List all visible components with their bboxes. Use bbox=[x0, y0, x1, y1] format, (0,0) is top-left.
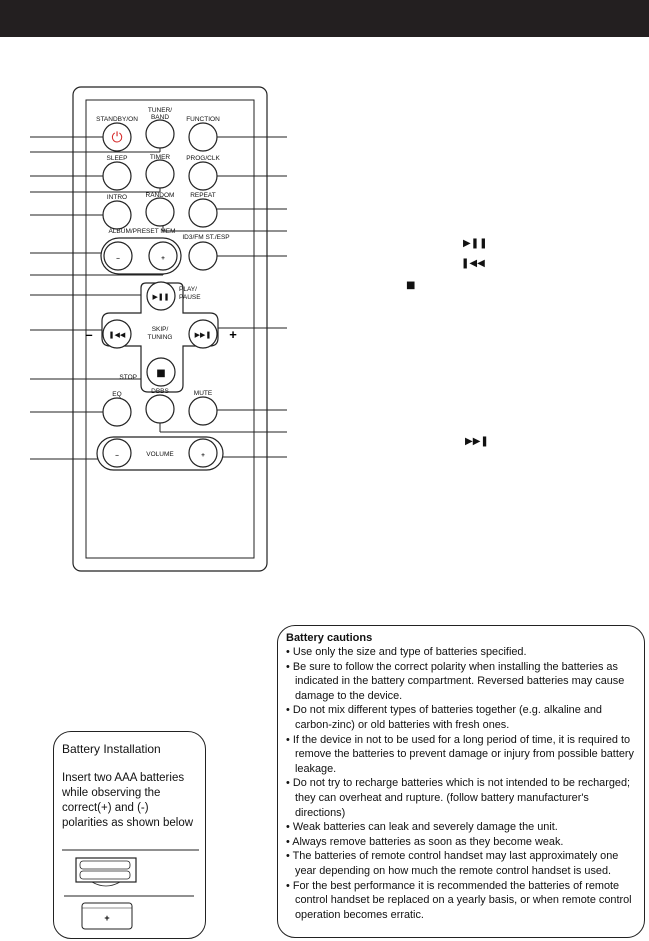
volume-plus-button[interactable] bbox=[188, 438, 218, 468]
album-minus-sign: – bbox=[116, 255, 120, 262]
mute-button[interactable] bbox=[188, 396, 218, 426]
side-minus-mark: – bbox=[85, 327, 92, 342]
callout-prev-icon: ❚◀◀ bbox=[461, 258, 485, 269]
left-callout-lines bbox=[30, 136, 164, 460]
next-button[interactable] bbox=[188, 319, 218, 349]
play-pause-button[interactable] bbox=[146, 281, 176, 311]
volume-minus-button[interactable] bbox=[102, 438, 132, 468]
caution-item: The batteries of remote control handset … bbox=[286, 849, 635, 878]
function-label: FUNCTION bbox=[186, 116, 220, 123]
eq-button[interactable] bbox=[102, 397, 132, 427]
sleep-button[interactable] bbox=[102, 161, 132, 191]
caution-item: Do not try to recharge batteries which i… bbox=[286, 776, 635, 820]
dpad-outline bbox=[101, 282, 219, 393]
eq-label: EQ bbox=[112, 391, 121, 398]
id3-button[interactable] bbox=[188, 241, 218, 271]
intro-label: INTRO bbox=[107, 194, 127, 201]
remote-diagram: ⏻ – + ▶❚❚ ❚◀◀ ▶▶❚ ■ – + STANDBY/ON TUNER… bbox=[30, 86, 489, 572]
skip-tuning-label-1: SKIP/ bbox=[152, 326, 169, 333]
play-pause-icon: ▶❚❚ bbox=[152, 293, 169, 301]
play-pause-label-2: PAUSE bbox=[179, 294, 201, 301]
callout-next-icon: ▶▶❚ bbox=[465, 436, 489, 447]
caution-item: If the device in not to be used for a lo… bbox=[286, 733, 635, 777]
album-preset-label: ALBUM/PRESET MEM bbox=[108, 228, 175, 235]
tuner-band-button[interactable] bbox=[145, 119, 175, 149]
timer-button[interactable] bbox=[145, 159, 175, 189]
volume-label: VOLUME bbox=[146, 451, 174, 458]
battery-cautions-list: Use only the size and type of batteries … bbox=[286, 645, 635, 922]
battery-cautions-title: Battery cautions bbox=[286, 632, 373, 644]
battery-installation-text: Insert two AAA batteries while observing… bbox=[62, 772, 194, 829]
album-minus-button[interactable] bbox=[103, 241, 133, 271]
dbbs-label: DBBS bbox=[151, 388, 169, 395]
volume-plus-sign: + bbox=[201, 452, 205, 459]
repeat-label: REPEAT bbox=[190, 192, 216, 199]
skip-tuning-label-2: TUNING bbox=[148, 334, 173, 341]
battery-installation-box: Battery Installation Insert two AAA batt… bbox=[53, 731, 206, 939]
album-plus-button[interactable] bbox=[148, 241, 178, 271]
stop-button[interactable] bbox=[146, 357, 176, 387]
power-icon: ⏻ bbox=[111, 130, 122, 146]
side-plus-mark: + bbox=[229, 327, 237, 342]
stop-label: STOP bbox=[119, 374, 137, 381]
mute-label: MUTE bbox=[194, 390, 213, 397]
random-button[interactable] bbox=[145, 197, 175, 227]
battery-cautions-box: Battery cautions Use only the size and t… bbox=[277, 625, 645, 938]
prog-clk-label: PROG/CLK bbox=[186, 155, 220, 162]
prev-button[interactable] bbox=[102, 319, 132, 349]
standby-label: STANDBY/ON bbox=[96, 116, 138, 123]
right-callout-lines bbox=[159, 136, 287, 458]
battery-installation-title: Battery Installation bbox=[62, 742, 161, 756]
caution-item: Be sure to follow the correct polarity w… bbox=[286, 660, 635, 704]
sleep-label: SLEEP bbox=[107, 155, 128, 162]
caution-item: For the best performance it is recommend… bbox=[286, 879, 635, 923]
tuner-band-label-1: TUNER/ bbox=[148, 107, 172, 114]
intro-button[interactable] bbox=[102, 200, 132, 230]
id3-label: ID3/FM ST./ESP bbox=[182, 234, 229, 241]
prev-icon: ❚◀◀ bbox=[109, 331, 126, 339]
caution-item: Do not mix different types of batteries … bbox=[286, 703, 635, 732]
function-button[interactable] bbox=[188, 122, 218, 152]
random-label: RANDOM bbox=[146, 192, 175, 199]
volume-minus-sign: – bbox=[115, 452, 119, 459]
caution-item: Weak batteries can leak and severely dam… bbox=[286, 820, 635, 835]
album-plus-sign: + bbox=[161, 255, 165, 262]
next-icon: ▶▶❚ bbox=[195, 331, 212, 339]
stop-icon: ■ bbox=[156, 368, 165, 379]
battery-compartment-illustration: + bbox=[62, 849, 199, 930]
caution-item: Always remove batteries as soon as they … bbox=[286, 835, 635, 850]
play-pause-label-1: PLAY/ bbox=[179, 286, 197, 293]
repeat-button[interactable] bbox=[188, 198, 218, 228]
standby-button[interactable] bbox=[102, 122, 132, 152]
callout-stop-icon: ■ bbox=[406, 280, 415, 291]
timer-label: TIMER bbox=[150, 154, 171, 161]
caution-item: Use only the size and type of batteries … bbox=[286, 645, 635, 660]
dbbs-button[interactable] bbox=[145, 394, 175, 424]
compartment-plus-mark: + bbox=[104, 913, 109, 923]
prog-clk-button[interactable] bbox=[188, 161, 218, 191]
callout-play-pause-icon: ▶❚❚ bbox=[463, 238, 487, 249]
tuner-band-label-2: BAND bbox=[151, 114, 169, 121]
header-bar bbox=[0, 0, 649, 37]
